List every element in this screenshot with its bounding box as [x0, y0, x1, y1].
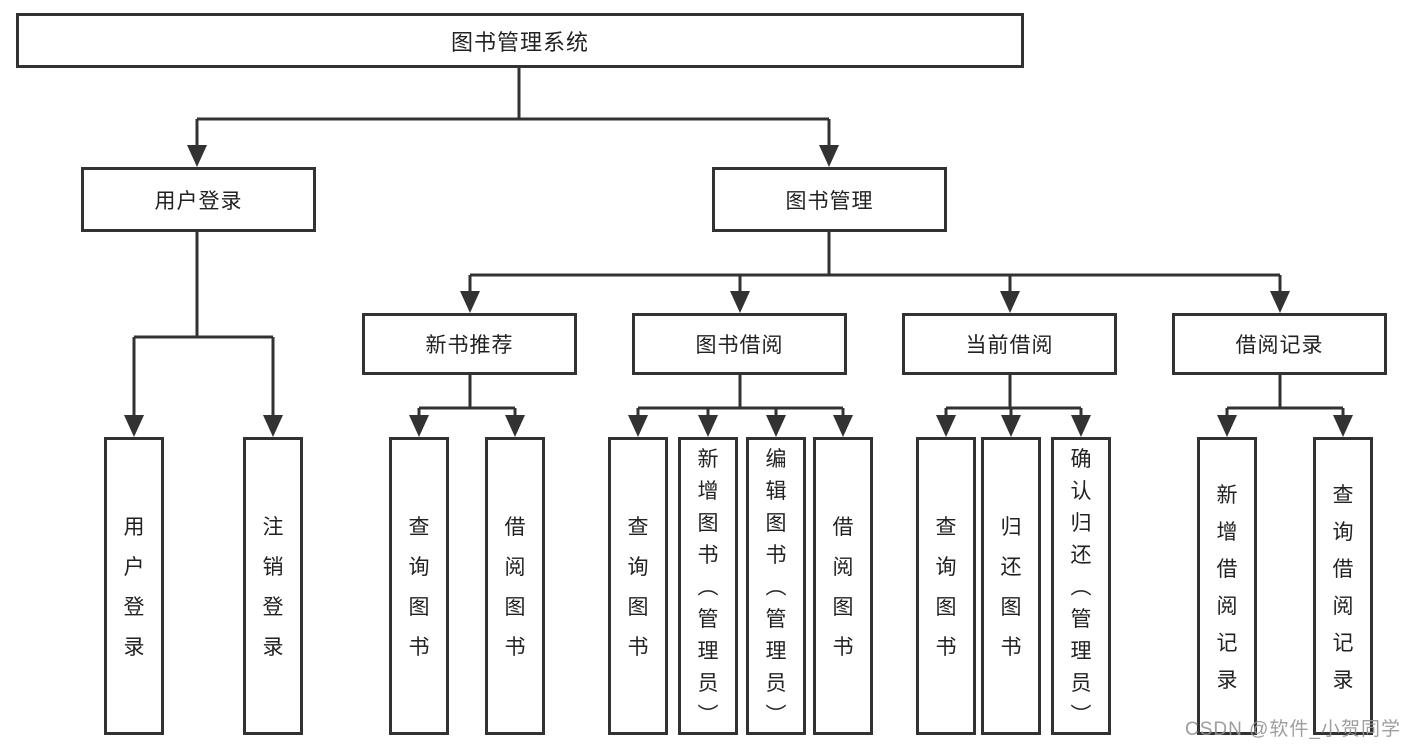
node-current-borrowing: 当前借阅: [902, 313, 1117, 375]
leaf-query-books-borrowing: 查询图书: [608, 437, 668, 735]
leaf-add-books-admin: 新增图书（管理员）: [678, 437, 738, 735]
leaf-query-books-current: 查询图书: [916, 437, 976, 735]
leaf-logout: 注销登录: [243, 437, 303, 735]
leaf-query-borrow-record: 查询借阅记录: [1313, 437, 1373, 735]
node-user-login: 用户登录: [81, 167, 316, 232]
leaf-confirm-return-admin: 确认归还（管理员）: [1051, 437, 1111, 735]
node-book-management: 图书管理: [712, 167, 947, 232]
node-borrowing-records: 借阅记录: [1172, 313, 1387, 375]
leaf-query-books-recommend: 查询图书: [389, 437, 449, 735]
leaf-edit-books-admin: 编辑图书（管理员）: [746, 437, 806, 735]
leaf-borrow-books: 借阅图书: [813, 437, 873, 735]
watermark: CSDN @软件_小贺同学: [1185, 719, 1401, 740]
node-book-borrowing: 图书借阅: [632, 313, 847, 375]
leaf-add-borrow-record: 新增借阅记录: [1197, 437, 1257, 735]
leaf-borrow-books-recommend: 借阅图书: [485, 437, 545, 735]
leaf-user-login: 用户登录: [104, 437, 164, 735]
node-library-system: 图书管理系统: [16, 13, 1024, 68]
leaf-return-books: 归还图书: [981, 437, 1041, 735]
node-new-book-recommend: 新书推荐: [362, 313, 577, 375]
